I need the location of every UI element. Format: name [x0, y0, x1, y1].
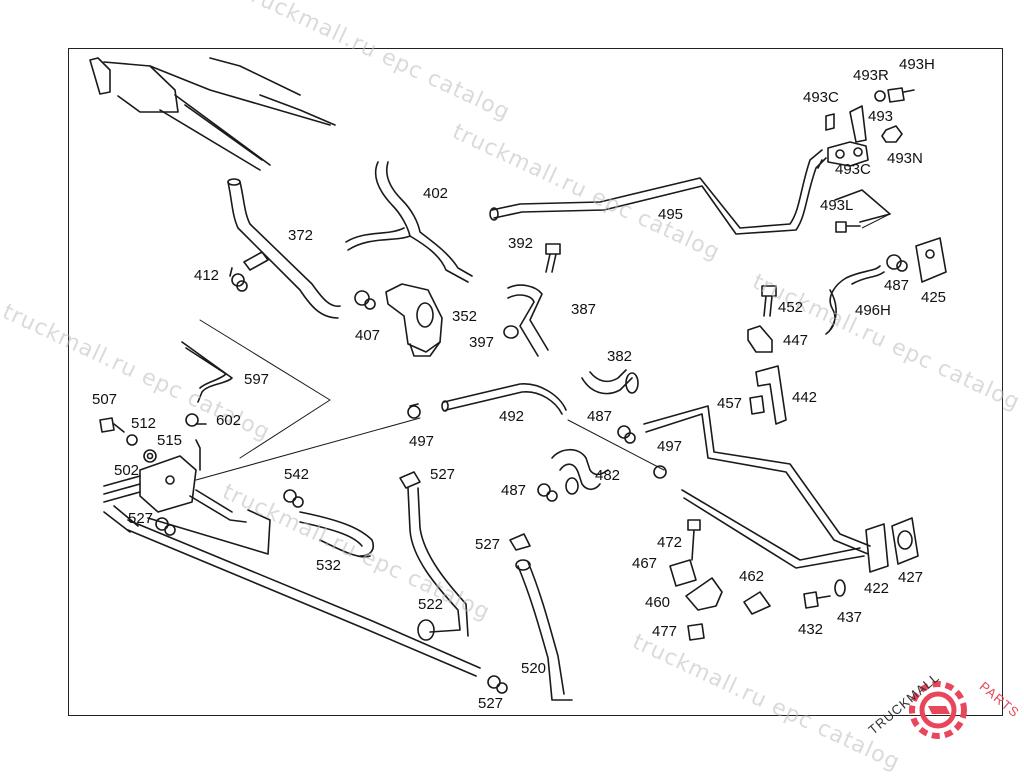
callout-457: 457 [717, 395, 743, 412]
plate-462 [743, 591, 771, 615]
callout-392: 392 [508, 235, 534, 252]
callout-397: 397 [469, 334, 495, 351]
hose-372 [227, 181, 339, 319]
callout-542: 542 [284, 466, 310, 483]
callout-352: 352 [452, 308, 478, 325]
truckmall-logo: TRUCKMALL PARTS [858, 658, 1022, 748]
callout-387: 387 [571, 301, 597, 318]
callout-493R: 493R [853, 67, 889, 84]
callout-425: 425 [921, 289, 947, 306]
hose-402 [347, 161, 469, 283]
bracket-460 [685, 577, 723, 611]
pipe-597 [181, 341, 233, 403]
clip-467 [669, 559, 697, 587]
callout-497-right: 497 [657, 438, 683, 455]
flange-427 [891, 517, 919, 565]
pipe-492 [443, 383, 567, 415]
callout-477: 477 [652, 623, 678, 640]
pipe-497 [643, 405, 871, 555]
callout-527-d: 527 [478, 695, 504, 712]
callout-602: 602 [216, 412, 242, 429]
callout-402: 402 [423, 185, 449, 202]
callout-515: 515 [157, 432, 183, 449]
callout-482: 482 [595, 467, 621, 484]
hose-496H [825, 265, 881, 335]
gear-logo-icon [909, 681, 967, 739]
callout-460: 460 [645, 594, 671, 611]
callout-512: 512 [131, 415, 157, 432]
callout-412: 412 [194, 267, 220, 284]
screw-392 [545, 243, 561, 273]
hose-482 [551, 448, 609, 491]
clip-447 [747, 325, 773, 353]
callout-487-mid: 487 [587, 408, 613, 425]
callout-520: 520 [521, 660, 547, 677]
callout-495: 495 [658, 206, 684, 223]
callout-493H: 493H [899, 56, 935, 73]
callout-447: 447 [783, 332, 809, 349]
flange-493 [817, 87, 915, 223]
bracket-425 [915, 237, 947, 283]
callout-507: 507 [92, 391, 118, 408]
callout-487-right: 487 [884, 277, 910, 294]
flange-422 [865, 523, 889, 573]
callout-493: 493 [868, 108, 894, 125]
pipe-387 [507, 284, 549, 357]
hose-522 [407, 487, 469, 637]
callout-492: 492 [499, 408, 525, 425]
pipe-495 [491, 149, 827, 235]
callout-527-b: 527 [128, 510, 154, 527]
callout-493N: 493N [887, 150, 923, 167]
callout-522: 522 [418, 596, 444, 613]
callout-372: 372 [288, 227, 314, 244]
hose-520 [517, 561, 573, 701]
housing-352 [385, 283, 443, 357]
valve-502 [103, 439, 201, 513]
callout-467: 467 [632, 555, 658, 572]
callout-427: 427 [898, 569, 924, 586]
callout-496H: 496H [855, 302, 891, 319]
clamp-412 [229, 267, 248, 292]
callout-487-bottom: 487 [501, 482, 527, 499]
callout-597: 597 [244, 371, 270, 388]
callout-462: 462 [739, 568, 765, 585]
callout-497-left: 497 [409, 433, 435, 450]
callout-452: 452 [778, 299, 804, 316]
callout-493L: 493L [820, 197, 854, 214]
bracket-442 [755, 365, 787, 425]
parts-diagram [89, 57, 947, 701]
diagram-frame [68, 48, 1003, 716]
callout-407: 407 [355, 327, 381, 344]
callout-502: 502 [114, 462, 140, 479]
hose-382 [581, 369, 633, 395]
callout-442: 442 [792, 389, 818, 406]
hose-532 [299, 511, 375, 558]
callout-382: 382 [607, 348, 633, 365]
callout-432: 432 [798, 621, 824, 638]
callout-472: 472 [657, 534, 683, 551]
callout-493C-top: 493C [803, 89, 839, 106]
callout-527-a: 527 [430, 466, 456, 483]
callout-422: 422 [864, 580, 890, 597]
callout-437: 437 [837, 609, 863, 626]
callout-532: 532 [316, 557, 342, 574]
radiator-part [89, 57, 336, 171]
callout-493C-mid: 493C [835, 161, 871, 178]
callout-527-c: 527 [475, 536, 501, 553]
